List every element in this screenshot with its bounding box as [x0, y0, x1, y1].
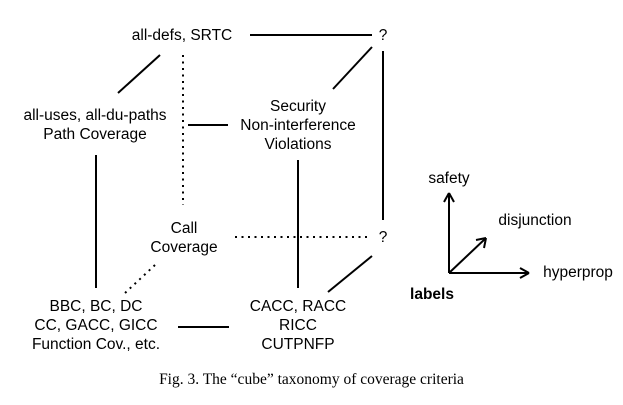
node-all-uses: all-uses, all-du-paths Path Coverage — [3, 106, 187, 144]
node-bbc-line1: BBC, BC, DC — [49, 298, 143, 315]
axis-up-arrowhead-l — [443, 192, 450, 203]
node-call-line1: Call — [170, 220, 198, 237]
edge-alldefs-alluses — [117, 54, 161, 94]
node-cacc-line2: RICC — [279, 317, 317, 334]
axis-diag-arrowhead-b — [483, 237, 487, 249]
node-all-uses-line1: all-uses, all-du-paths — [23, 107, 167, 124]
node-security-line1: Security — [270, 98, 326, 115]
axis-diag-arrowhead-a — [475, 237, 487, 241]
node-security-line2: Non-interference — [240, 117, 356, 134]
axis-title-labels: labels — [410, 286, 454, 303]
node-mid-question: ? — [378, 229, 388, 246]
node-bbc-line3: Function Cov., etc. — [31, 336, 161, 353]
axis-label-disjunction: disjunction — [498, 212, 572, 229]
axis-label-safety: safety — [428, 170, 470, 187]
edge-call-bbc — [124, 264, 156, 294]
node-all-uses-line2: Path Coverage — [43, 126, 147, 143]
axis-diag-arrow — [448, 237, 487, 274]
node-bbc-line2: CC, GACC, GICC — [34, 317, 158, 334]
node-cacc-line1: CACC, RACC — [249, 298, 347, 315]
node-cacc: CACC, RACC RICC CUTPNFP — [228, 297, 368, 354]
edge-midq-cacc — [327, 255, 373, 293]
node-call-line2: Coverage — [150, 239, 218, 256]
node-bbc: BBC, BC, DC CC, GACC, GICC Function Cov.… — [5, 297, 187, 354]
axis-up-arrowhead-r — [448, 192, 455, 203]
node-security-line3: Violations — [264, 136, 332, 153]
axis-label-hyperprop: hyperprop — [543, 264, 613, 281]
edge-topq-security — [332, 46, 373, 90]
node-call-coverage: Call Coverage — [134, 219, 234, 257]
node-all-defs: all-defs, SRTC — [131, 27, 233, 44]
node-top-question: ? — [378, 27, 388, 44]
axis-right-arrowhead-u — [519, 267, 530, 274]
node-security: Security Non-interference Violations — [228, 97, 368, 154]
figure-caption: Fig. 3. The “cube” taxonomy of coverage … — [159, 371, 464, 388]
axis-right-arrowhead-d — [519, 272, 530, 279]
node-cacc-line3: CUTPNFP — [261, 336, 335, 353]
